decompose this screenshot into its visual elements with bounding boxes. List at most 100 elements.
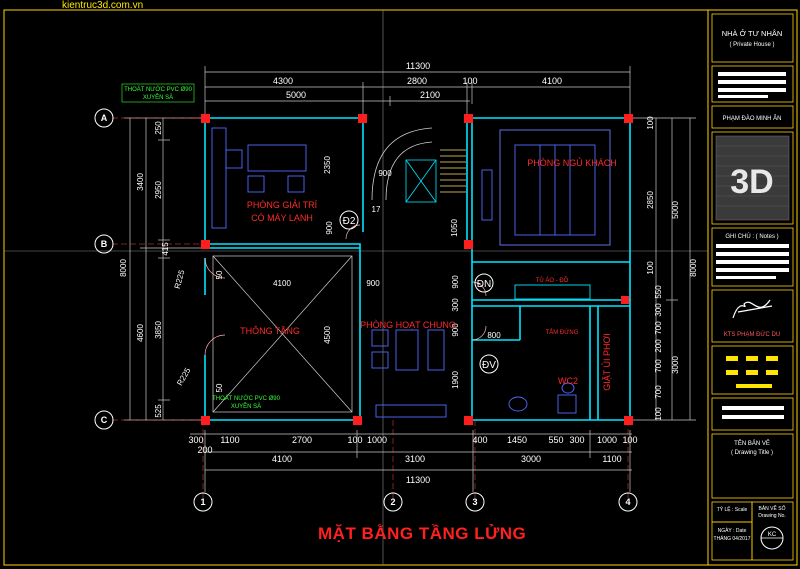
- dim-right-200: 200: [654, 339, 663, 353]
- dimension-lines-top: [204, 66, 631, 118]
- dim-top-4300: 4300: [273, 76, 293, 86]
- dim-bot-1450: 1450: [507, 435, 527, 445]
- furniture: [211, 127, 611, 418]
- grid-bubble-C: [94, 410, 114, 430]
- tb-project: NHÀ Ở TƯ NHÂN: [722, 29, 783, 38]
- grid-bubbles: [94, 108, 638, 512]
- dim-bot-1000b: 1000: [597, 435, 617, 445]
- room-wc2: WC2: [558, 376, 578, 386]
- tb-sheet-label-en: Drawing No.: [758, 513, 786, 519]
- dim-bot-200: 200: [197, 445, 212, 455]
- void-cross: [212, 255, 353, 413]
- drain-note-top-line2: XUYÊN SÀ: [143, 93, 173, 101]
- columns: [201, 114, 633, 425]
- grid-label-1: 1: [200, 497, 205, 507]
- dim-int-50a: 50: [215, 270, 224, 279]
- tb-logo: 3D: [730, 163, 773, 201]
- grid-bubble-2: [383, 492, 403, 512]
- dim-bot-1000a: 1000: [367, 435, 387, 445]
- tag-dn: ĐN: [477, 279, 491, 290]
- dim-left-525: 525: [154, 404, 163, 418]
- tb-drawing-title-label: TÊN BẢN VẼ: [734, 439, 770, 447]
- dim-right-8000: 8000: [689, 259, 698, 277]
- dim-right-700c: 700: [654, 385, 663, 399]
- walls: [204, 117, 631, 421]
- dim-bot-1100: 1100: [220, 435, 239, 445]
- grid-label-3: 3: [472, 497, 477, 507]
- dim-int-17: 17: [372, 205, 381, 214]
- dim-int-4100: 4100: [273, 279, 291, 288]
- dim-bot-3000: 3000: [521, 454, 541, 464]
- grid-bubble-4: [618, 492, 638, 512]
- room-common: PHÒNG HOẠT CHUNG: [360, 320, 456, 330]
- room-void: THÔNG TẦNG: [240, 326, 300, 336]
- room-entertainment-line1: PHÒNG GIẢI TRÍ: [247, 199, 318, 210]
- dim-top-2100: 2100: [420, 90, 440, 100]
- dim-int-900e: 900: [451, 323, 460, 337]
- room-tags: [339, 210, 499, 374]
- dim-top-100: 100: [462, 76, 477, 86]
- room-shower: TẮM ĐỨNG: [546, 328, 579, 336]
- drain-note-bottom-line1: THOÁT NƯỚC PVC Ø90: [212, 395, 281, 402]
- dim-left-250: 250: [154, 121, 163, 135]
- tb-notes-label: GHI CHÚ : ( Notes ): [725, 233, 778, 240]
- room-laundry: GIẶT ỦI PHƠI: [601, 333, 612, 391]
- dim-int-900a: 900: [378, 169, 392, 178]
- drawing-frame: [3, 9, 798, 566]
- dim-bot-2700: 2700: [292, 435, 312, 445]
- dim-bot-300b: 300: [569, 435, 584, 445]
- dim-int-300: 300: [451, 298, 460, 312]
- grid-label-A: A: [101, 113, 108, 123]
- tb-designer: PHẠM ĐÀO MINH ÂN: [722, 115, 781, 122]
- dim-int-2350: 2350: [323, 156, 332, 174]
- tb-signer: KTS PHẠM ĐỨC DU: [724, 331, 780, 338]
- drawing-title: MẶT BẰNG TẦNG LỬNG: [318, 524, 527, 543]
- tb-date-value: THÁNG 04/2017: [714, 535, 751, 542]
- tb-scale-label: TỶ LỆ : Scale: [717, 505, 748, 513]
- tb-sheet-label: BẢN VẼ SỐ: [759, 505, 786, 512]
- dim-int-800: 800: [487, 331, 501, 340]
- dim-right-700a: 700: [654, 321, 663, 335]
- grid-label-2: 2: [390, 497, 395, 507]
- room-guest-bedroom: PHÒNG NGỦ KHÁCH: [527, 157, 617, 168]
- drain-note-bottom-line2: XUYÊN SÀ: [231, 402, 261, 410]
- dim-top-5000: 5000: [286, 90, 306, 100]
- tb-signature: [732, 299, 773, 319]
- dimension-lines-sides: [124, 117, 696, 421]
- dim-right-700b: 700: [654, 359, 663, 373]
- dim-left-r225b: R225: [175, 366, 193, 388]
- doors: [204, 224, 487, 356]
- dim-left-3850: 3850: [154, 321, 163, 339]
- dim-left-r225a: R225: [173, 268, 187, 289]
- dim-int-900d: 900: [451, 275, 460, 289]
- dim-left-2950: 2950: [154, 181, 163, 199]
- grid-label-4: 4: [625, 497, 630, 507]
- dim-int-1050: 1050: [450, 219, 459, 237]
- dim-right-300: 300: [654, 303, 663, 317]
- room-wardrobe: TỦ ÁO - ĐỒ: [536, 277, 569, 284]
- dim-top-overall: 11300: [406, 61, 430, 71]
- dim-int-50b: 50: [215, 383, 224, 392]
- dim-bot-1100b: 1100: [602, 454, 621, 464]
- grid-bubble-1: [193, 492, 213, 512]
- dim-bot-300: 300: [188, 435, 203, 445]
- tag-dv: ĐV: [482, 360, 496, 371]
- dim-bot-overall: 11300: [406, 475, 430, 485]
- dim-left-8000: 8000: [119, 259, 128, 277]
- dim-right-100b: 100: [646, 261, 655, 275]
- grid-bubble-3: [465, 492, 485, 512]
- tb-project-en: ( Private House ): [729, 42, 774, 48]
- dim-right-550: 550: [654, 285, 663, 299]
- dim-bot-400: 400: [472, 435, 487, 445]
- grid-bubble-B: [94, 234, 114, 254]
- dim-bot-100a: 100: [347, 435, 362, 445]
- tb-drawing-title-en: ( Drawing Title ): [731, 450, 773, 456]
- dim-int-4500: 4500: [323, 326, 332, 344]
- dim-top-2800: 2800: [407, 76, 427, 86]
- dim-bot-4100: 4100: [272, 454, 292, 464]
- tb-sheet-code: KC: [768, 532, 777, 538]
- dim-bot-100b: 100: [622, 435, 637, 445]
- dim-right-100c: 100: [654, 407, 663, 421]
- dim-left-415: 415: [161, 242, 170, 256]
